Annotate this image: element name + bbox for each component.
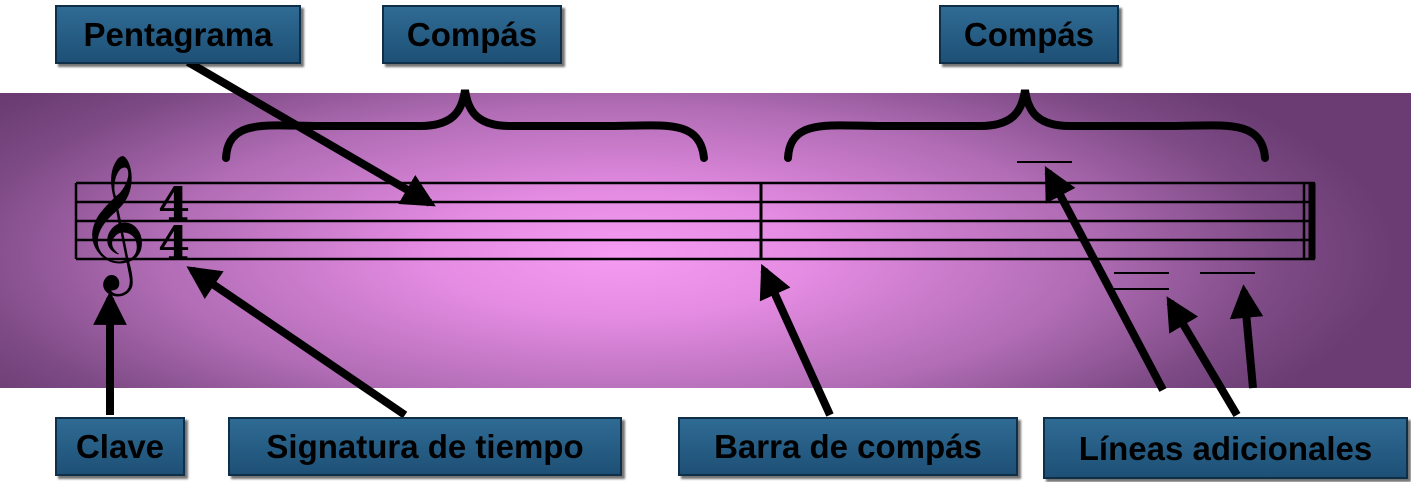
arrow-signatura: [186, 266, 408, 419]
arrow-ledger-3: [1229, 284, 1264, 389]
time-signature-bottom: 4: [158, 216, 190, 270]
arrow-barra: [759, 263, 834, 417]
label-clave: Clave: [55, 417, 185, 476]
brace-compas-1: [222, 89, 708, 162]
treble-clef-icon: 𝄞: [78, 152, 148, 296]
label-compas-2: Compás: [939, 5, 1119, 64]
arrow-pentagrama: [185, 58, 436, 207]
label-compas-1: Compás: [382, 5, 562, 64]
arrow-ledger-2: [1166, 296, 1241, 418]
label-pentagrama: Pentagrama: [55, 5, 301, 64]
brace-compas-2: [784, 89, 1269, 162]
label-barra-de-compas: Barra de compás: [678, 417, 1018, 476]
arrow-ledger-1: [1044, 166, 1167, 392]
time-signature-top: 4: [158, 177, 190, 231]
label-signatura-de-tiempo: Signatura de tiempo: [228, 417, 622, 476]
label-lineas-adicionales: Líneas adicionales: [1043, 417, 1408, 479]
staff: [76, 181, 1315, 261]
